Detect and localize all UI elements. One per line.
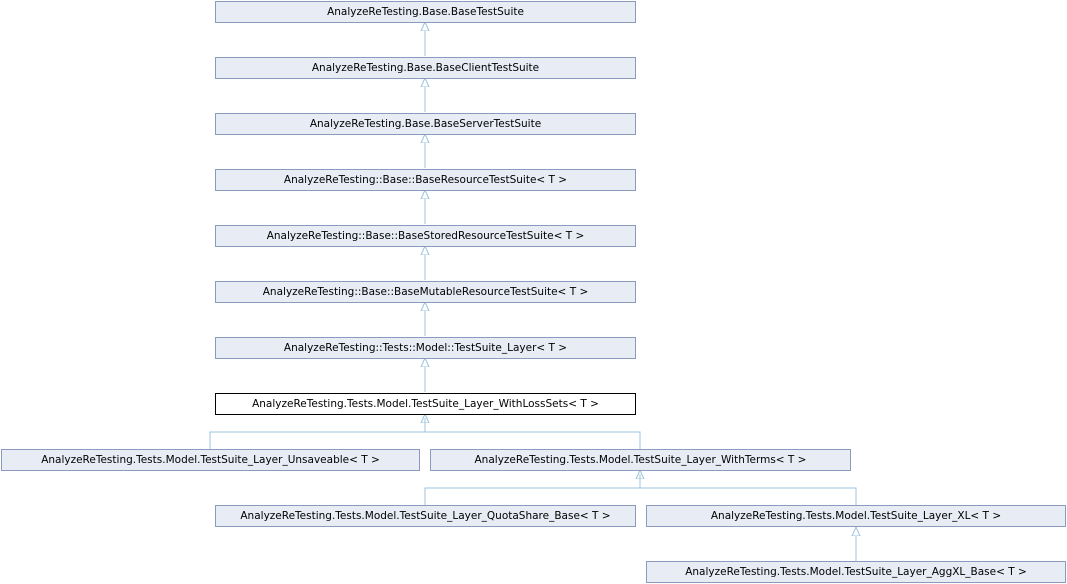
class-node-base-mutable-resource-test-suite[interactable]: AnalyzeReTesting::Base::BaseMutableResou… bbox=[215, 281, 636, 303]
class-node-test-suite-layer-unsaveable[interactable]: AnalyzeReTesting.Tests.Model.TestSuite_L… bbox=[1, 449, 420, 471]
class-node-base-test-suite[interactable]: AnalyzeReTesting.Base.BaseTestSuite bbox=[215, 1, 636, 23]
class-node-test-suite-layer[interactable]: AnalyzeReTesting::Tests::Model::TestSuit… bbox=[215, 337, 636, 359]
class-node-base-client-test-suite[interactable]: AnalyzeReTesting.Base.BaseClientTestSuit… bbox=[215, 57, 636, 79]
edge-n11-n10 bbox=[424, 474, 640, 505]
class-node-test-suite-layer-with-terms[interactable]: AnalyzeReTesting.Tests.Model.TestSuite_L… bbox=[430, 449, 851, 471]
class-node-base-resource-test-suite[interactable]: AnalyzeReTesting::Base::BaseResourceTest… bbox=[215, 169, 636, 191]
edge-n9-n8 bbox=[209, 418, 425, 449]
class-node-test-suite-layer-xl[interactable]: AnalyzeReTesting.Tests.Model.TestSuite_L… bbox=[646, 505, 1066, 527]
class-node-test-suite-layer-agg-xl-base[interactable]: AnalyzeReTesting.Tests.Model.TestSuite_L… bbox=[646, 561, 1066, 583]
edge-n10-n8 bbox=[424, 418, 641, 449]
class-node-base-server-test-suite[interactable]: AnalyzeReTesting.Base.BaseServerTestSuit… bbox=[215, 113, 636, 135]
class-node-test-suite-layer-quota-share-base[interactable]: AnalyzeReTesting.Tests.Model.TestSuite_L… bbox=[215, 505, 636, 527]
class-node-test-suite-layer-with-loss-sets: AnalyzeReTesting.Tests.Model.TestSuite_L… bbox=[215, 393, 636, 415]
class-node-base-stored-resource-test-suite[interactable]: AnalyzeReTesting::Base::BaseStoredResour… bbox=[215, 225, 636, 247]
edge-n12-n10 bbox=[639, 474, 857, 505]
